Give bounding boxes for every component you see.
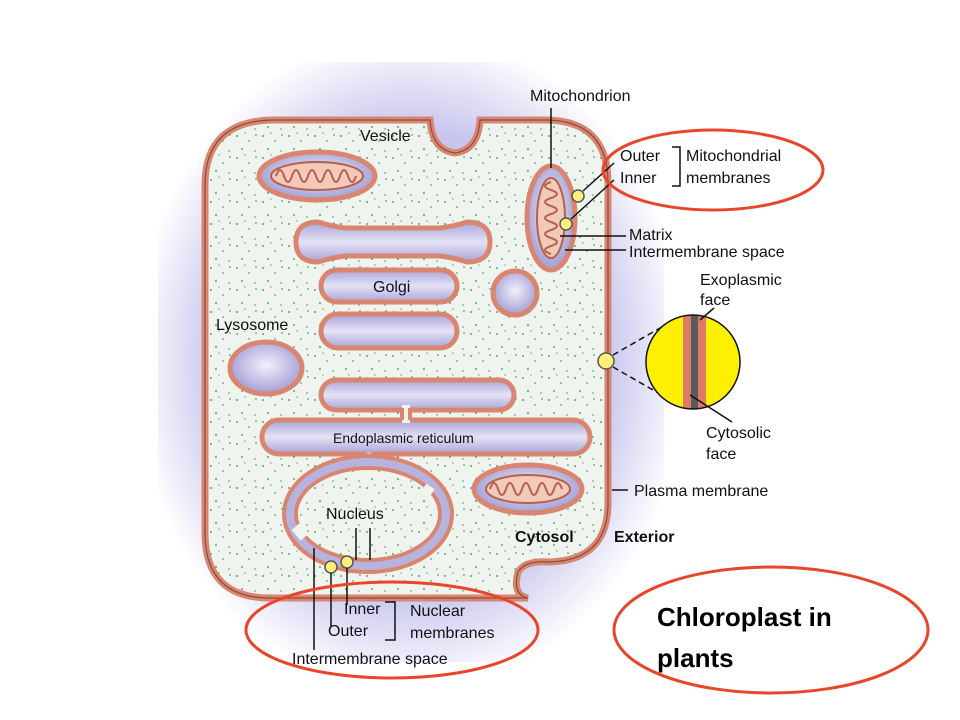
highlight-ring-mito <box>601 128 825 212</box>
nucleus-organelle <box>282 454 454 574</box>
label-mitochondrion: Mitochondrion <box>530 88 631 105</box>
marker-mito-inner <box>559 217 573 231</box>
marker-nuc-outer <box>324 560 338 574</box>
label-intermembrane-space-mito: Intermembrane space <box>629 244 785 261</box>
label-nuclear-membranes-2: membranes <box>410 625 494 642</box>
label-mito-membranes-2: membranes <box>686 170 770 187</box>
mitochondrion-right <box>524 163 578 273</box>
label-mito-inner: Inner <box>620 170 657 187</box>
label-mito-outer: Outer <box>620 148 661 165</box>
lysosome-organelle <box>227 339 305 397</box>
label-vesicle: Vesicle <box>360 128 411 145</box>
golgi-stack <box>293 219 517 413</box>
highlight-ring-nuclear <box>244 580 540 680</box>
label-nuclear-membranes-1: Nuclear <box>410 603 466 620</box>
callout-line-2: plants <box>657 643 734 673</box>
label-nucleus: Nucleus <box>326 506 384 523</box>
label-cytosolic-2: face <box>706 446 736 463</box>
label-matrix: Matrix <box>629 227 673 244</box>
label-golgi: Golgi <box>373 279 410 296</box>
label-exoplasmic-2: face <box>700 292 730 309</box>
label-exterior: Exterior <box>614 529 674 546</box>
membrane-magnifier <box>597 307 741 423</box>
label-intermembrane-space-nuc: Intermembrane space <box>292 651 448 668</box>
highlight-ring-chloroplast <box>612 565 930 695</box>
label-nuc-outer: Outer <box>328 623 369 640</box>
callout-line-1: Chloroplast in <box>657 602 832 632</box>
label-lysosome: Lysosome <box>216 317 288 334</box>
endoplasmic-reticulum-organelle <box>259 405 593 470</box>
marker-nuc-inner <box>340 555 354 569</box>
label-exoplasmic-1: Exoplasmic <box>700 272 782 289</box>
mitochondrion-bottom-right <box>471 462 585 516</box>
label-cytosol: Cytosol <box>515 529 574 546</box>
label-er: Endoplasmic reticulum <box>333 430 474 446</box>
label-plasma-membrane: Plasma membrane <box>634 483 768 500</box>
marker-mito-outer <box>571 189 585 203</box>
label-cytosolic-1: Cytosolic <box>706 425 771 442</box>
label-mito-membranes-1: Mitochondrial <box>686 148 781 165</box>
label-nuc-inner: Inner <box>344 601 381 618</box>
mitochondrion-top-left <box>256 149 378 203</box>
vesicle-round <box>490 268 540 318</box>
